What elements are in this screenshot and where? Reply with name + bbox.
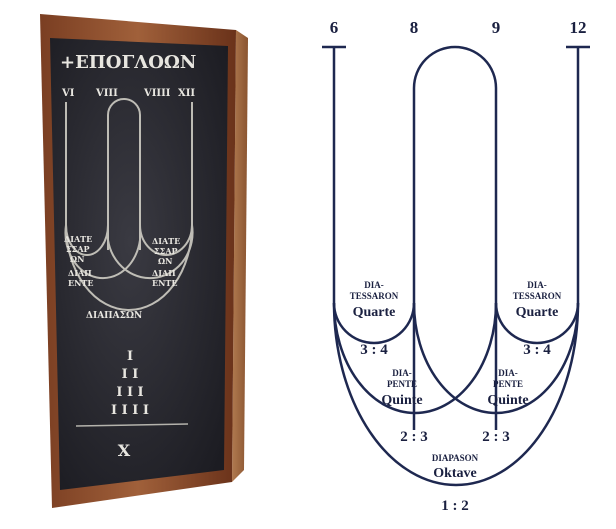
tablet-diapente-right: ΕΝΤΕ bbox=[152, 278, 177, 288]
label-diapente-right-greek: DIA- bbox=[498, 368, 518, 378]
tablet-diatessaron-left: ΩΝ bbox=[70, 254, 84, 264]
label-diapente-left-greek: DIA- bbox=[392, 368, 412, 378]
stone-tablet: +ΕΠΟΓΛΟΩΝ VI VIII VIIII XII ΔΙΑΤΕ ΣΣΑΡ Ω… bbox=[40, 14, 248, 508]
tablet-diapason: ΔΙΑΠΑΣΩΝ bbox=[86, 311, 142, 321]
arc-diatessaron-right bbox=[494, 302, 580, 345]
arc-diapason bbox=[332, 302, 580, 487]
tablet-tetractys-row: I I I bbox=[116, 385, 143, 400]
label-diapente-right-greek: PENTE bbox=[493, 379, 523, 389]
number-8: 8 bbox=[410, 18, 419, 37]
tablet-diapente-right: ΔΙΑΠ bbox=[152, 268, 176, 278]
number-9: 9 bbox=[492, 18, 501, 37]
tablet-diatessaron-right: ΩΝ bbox=[158, 256, 172, 266]
ratio-diapason: 1 : 2 bbox=[441, 498, 469, 514]
tablet-diapente-left: ΕΝΤΕ bbox=[68, 278, 93, 288]
tablet-tetractys-row: I I bbox=[122, 367, 139, 382]
tablet-numeral: VI bbox=[61, 88, 75, 99]
tablet-diatessaron-right: ΣΣΑΡ bbox=[154, 246, 178, 256]
tablet-tetractys-row: I I I I bbox=[111, 403, 149, 418]
label-diatessaron-left-greek: TESSARON bbox=[350, 291, 399, 301]
label-diatessaron-left-name: Quarte bbox=[353, 305, 396, 320]
tablet-tetractys-row: I bbox=[127, 349, 133, 364]
label-diatessaron-right-greek: DIA- bbox=[527, 280, 547, 290]
label-diapente-left-name: Quinte bbox=[381, 393, 422, 408]
number-12: 12 bbox=[570, 18, 587, 37]
tablet-numeral: XII bbox=[178, 88, 195, 99]
ratio-diatessaron-left: 3 : 4 bbox=[360, 342, 388, 358]
label-diapason-greek: DIAPASON bbox=[432, 453, 479, 463]
arc-diapente-left bbox=[332, 302, 498, 415]
arc-diatessaron-left bbox=[332, 302, 416, 345]
tablet-diatessaron-left: ΔΙΑΤΕ bbox=[64, 234, 92, 244]
tablet-face bbox=[50, 38, 228, 490]
arc-diapente-right bbox=[412, 302, 580, 415]
arch-8-9 bbox=[412, 45, 498, 430]
tablet-side bbox=[232, 30, 248, 482]
tablet-numeral: VIII bbox=[95, 88, 118, 99]
tablet-diapente-left: ΔΙΑΠ bbox=[68, 268, 92, 278]
interval-diagram bbox=[322, 45, 590, 487]
ratio-diapente-left: 2 : 3 bbox=[400, 429, 428, 445]
label-diatessaron-left-greek: DIA- bbox=[364, 280, 384, 290]
number-6: 6 bbox=[330, 18, 339, 37]
tablet-numeral: VIIII bbox=[143, 88, 171, 99]
tablet-divider bbox=[75, 423, 189, 427]
label-diatessaron-right-name: Quarte bbox=[516, 305, 559, 320]
label-diapente-left-greek: PENTE bbox=[387, 379, 417, 389]
tablet-title: +ΕΠΟΓΛΟΩΝ bbox=[60, 52, 196, 73]
tablet-engraving bbox=[64, 98, 194, 311]
tablet-diatessaron-left: ΣΣΑΡ bbox=[66, 244, 90, 254]
label-diapason-name: Oktave bbox=[433, 466, 477, 481]
ratio-diatessaron-right: 3 : 4 bbox=[523, 342, 551, 358]
tablet-bottom-numeral: X bbox=[118, 441, 131, 460]
label-diatessaron-right-greek: TESSARON bbox=[513, 291, 562, 301]
tablet-diatessaron-right: ΔΙΑΤΕ bbox=[152, 236, 180, 246]
label-diapente-right-name: Quinte bbox=[487, 393, 528, 408]
ratio-diapente-right: 2 : 3 bbox=[482, 429, 510, 445]
